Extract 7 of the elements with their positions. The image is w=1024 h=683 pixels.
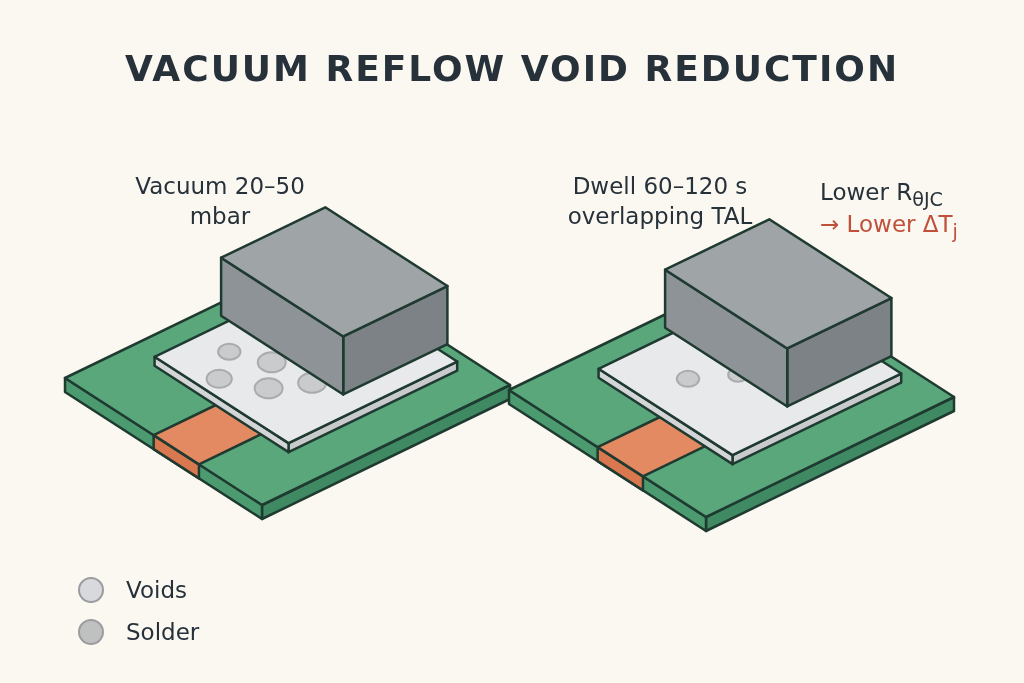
label: Vacuum 20–50 mbar: [134, 172, 306, 231]
label: Dwell 60–120 s overlapping TAL: [566, 172, 754, 231]
title: VACUUM REFLOW VOID REDUCTION: [123, 48, 901, 89]
label: → Lower ΔT$_{j}$: [820, 210, 959, 245]
legend-label: Solder: [126, 618, 200, 645]
legend-label: Voids: [126, 576, 187, 603]
label: Lower R$_{θJC}$: [820, 178, 944, 213]
